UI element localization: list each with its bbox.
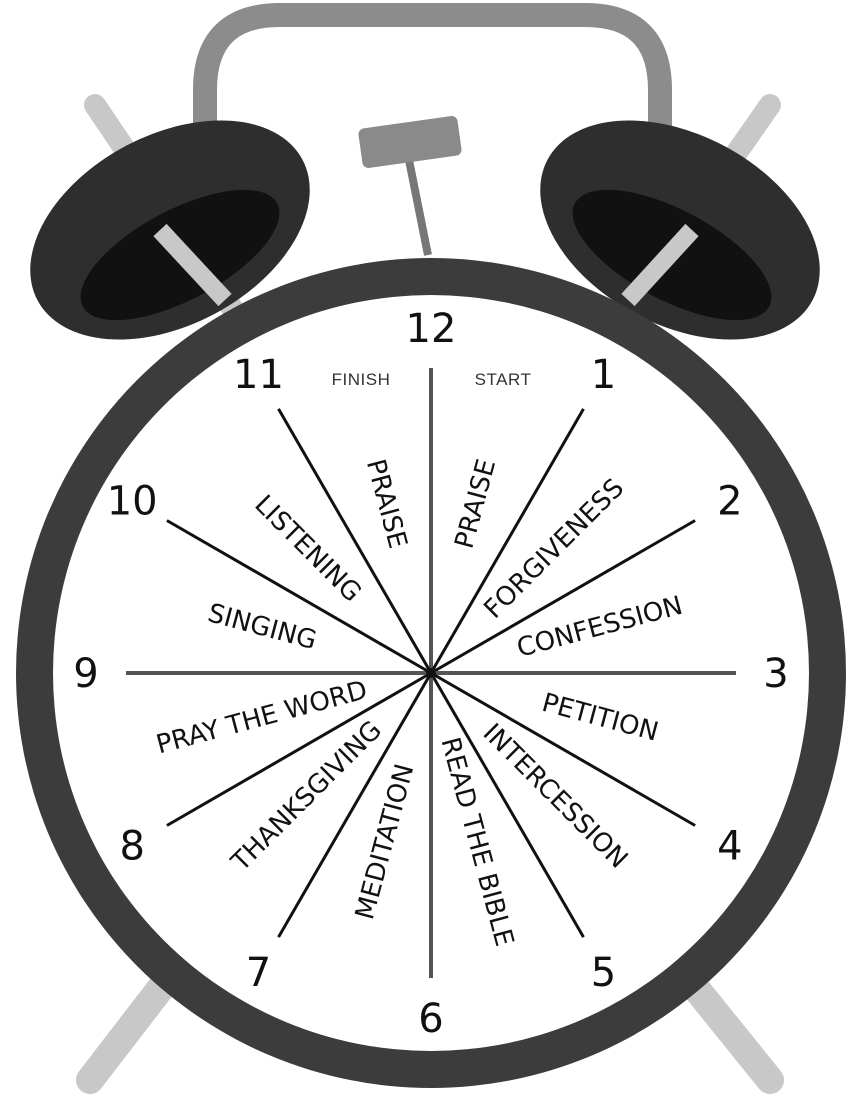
hammer-head [358, 115, 463, 169]
clock-number-1: 1 [591, 352, 616, 398]
hammer [358, 115, 463, 255]
clock-number-11: 11 [233, 352, 284, 398]
clock-number-7: 7 [246, 950, 271, 996]
clock-number-5: 5 [591, 950, 616, 996]
finish-label: FINISH [332, 370, 391, 389]
clock-number-6: 6 [418, 996, 443, 1042]
clock-number-2: 2 [717, 479, 742, 525]
start-label: START [475, 370, 532, 389]
center-hub [426, 668, 436, 678]
clock-number-10: 10 [107, 479, 158, 525]
clock-number-4: 4 [717, 824, 742, 870]
clock-number-3: 3 [763, 651, 788, 697]
clock-number-12: 12 [406, 306, 457, 352]
clock-number-9: 9 [73, 651, 98, 697]
clock-number-8: 8 [119, 824, 144, 870]
hammer-stem [408, 155, 428, 255]
